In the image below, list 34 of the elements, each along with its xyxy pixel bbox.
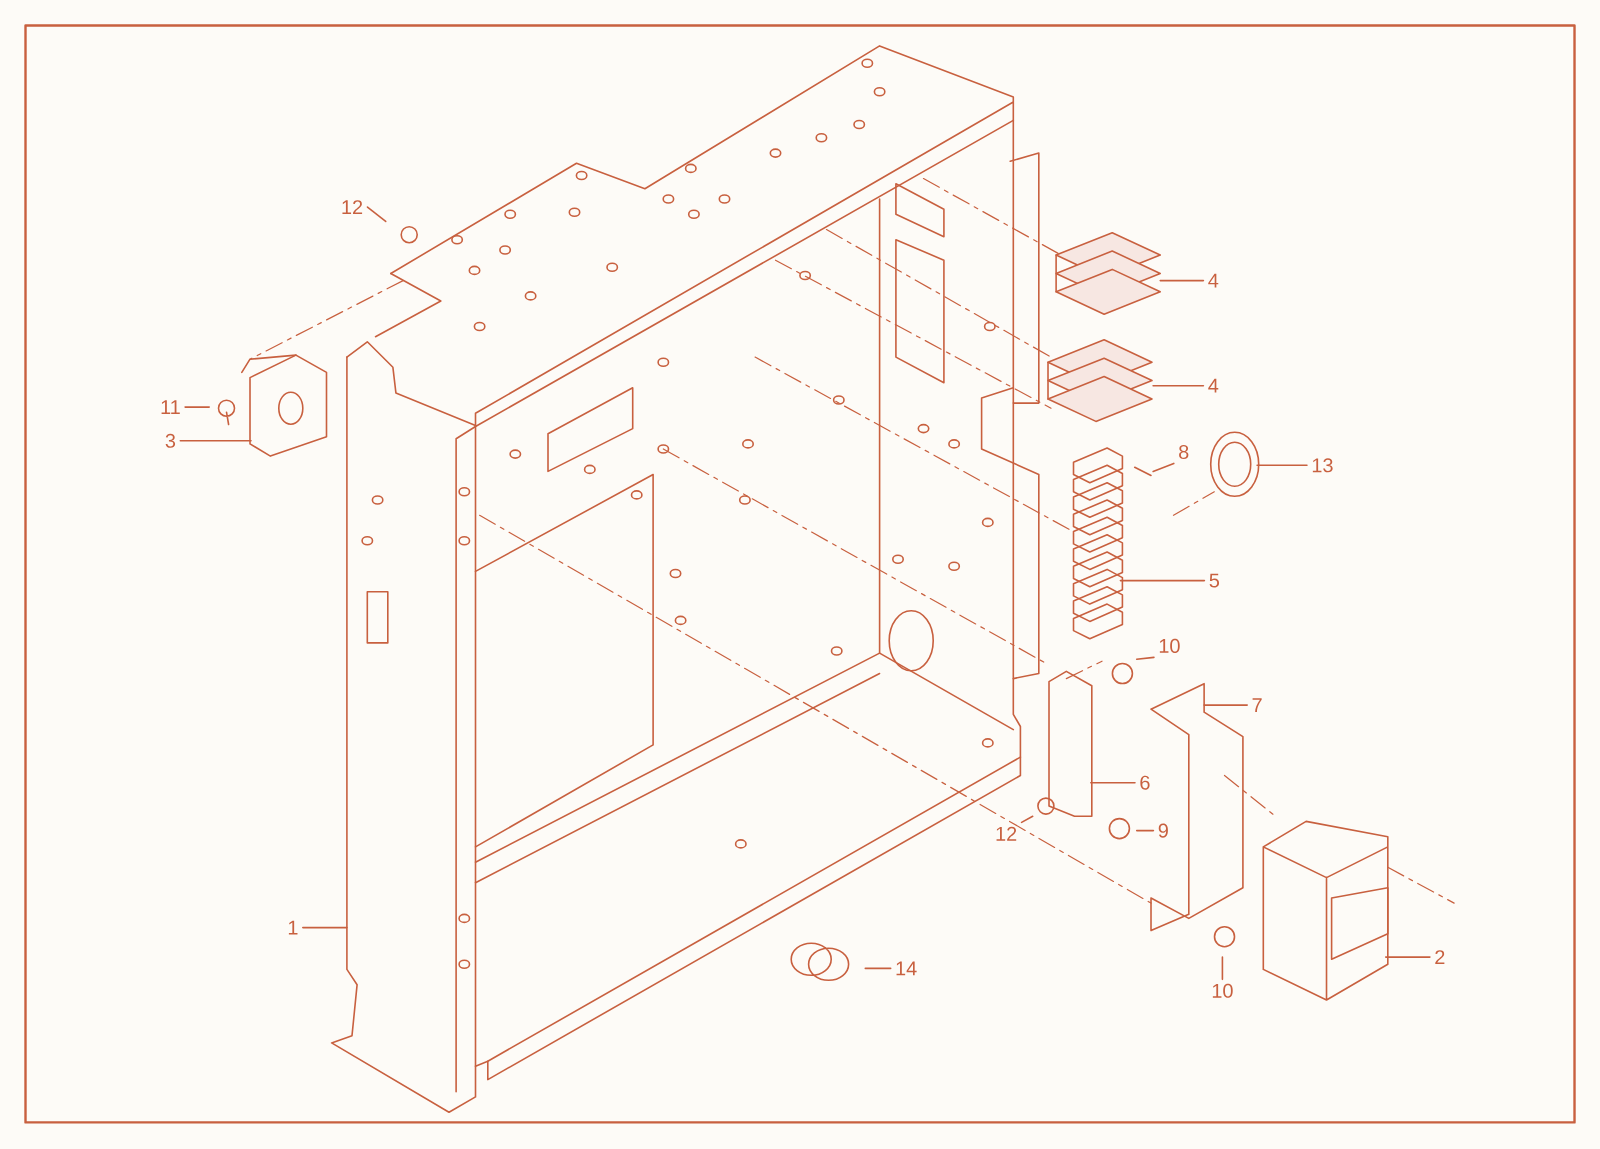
callout-number: 6: [1140, 775, 1150, 790]
leader-line: [1152, 384, 1205, 387]
callout-number: 13: [1312, 458, 1333, 473]
leader-line: [1221, 956, 1224, 981]
callout-number: 12: [996, 826, 1017, 841]
leader-line: [1384, 956, 1431, 958]
callout-number: 7: [1252, 698, 1262, 712]
leader-line: [1135, 829, 1155, 832]
callout-number: 4: [1208, 378, 1219, 393]
leader-line: [1152, 462, 1175, 473]
callout-number: 10: [1159, 638, 1180, 653]
callout-number: 11: [161, 400, 180, 414]
callout-number: 12: [342, 200, 363, 215]
callout-number: 2: [1435, 950, 1445, 965]
leader-line: [1020, 815, 1034, 824]
leader-line: [1090, 781, 1136, 784]
callout-number: 8: [1179, 444, 1189, 460]
callout-number: 4: [1208, 273, 1219, 288]
leader-line: [179, 440, 252, 442]
callout-number: 5: [1209, 573, 1219, 588]
callout-number: 9: [1158, 823, 1168, 838]
leader-line: [1135, 656, 1155, 660]
callout-number: 1: [288, 920, 298, 935]
leader-line: [366, 206, 387, 223]
leader-line: [1119, 579, 1206, 582]
leader-line: [1159, 279, 1205, 282]
callout-number: 3: [165, 433, 176, 448]
leader-line: [864, 967, 892, 970]
leader-line: [1256, 464, 1308, 467]
callout-number: 10: [1212, 983, 1233, 998]
callout-number: 14: [896, 961, 917, 976]
leader-line: [184, 406, 210, 408]
leader-line: [1203, 704, 1248, 706]
leader-line: [302, 926, 348, 929]
